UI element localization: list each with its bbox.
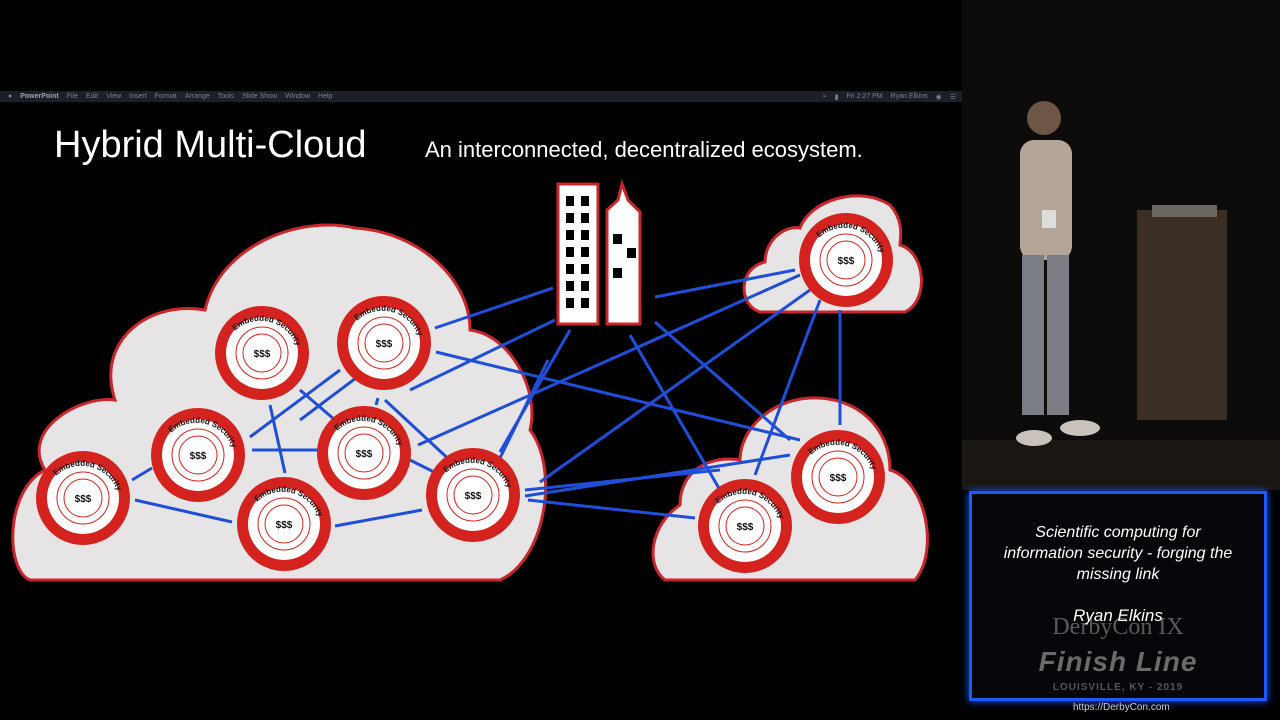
security-node: Embedded Security$$$ [698,479,792,573]
talk-title: Scientific computing for information sec… [972,522,1264,585]
node-value: $$$ [376,339,393,350]
speaker-name: Ryan Elkins [1073,606,1163,625]
menu-app-name[interactable]: PowerPoint [20,93,59,100]
menu-slide-show[interactable]: Slide Show [242,93,278,100]
menu-edit[interactable]: Edit [86,93,99,100]
siri-icon[interactable]: ◉ [935,93,942,101]
connection-line [249,368,341,439]
connection-line [134,498,233,524]
menu-view[interactable]: View [106,93,122,100]
node-value: $$$ [254,349,271,360]
connection-line [409,318,556,392]
node-value: $$$ [356,449,373,460]
connection-line [434,286,554,330]
talk-title-line: missing link [1076,566,1160,583]
cloud-bottom-right [651,396,929,582]
presenter-video [962,0,1280,490]
connection-line [539,288,811,484]
event-location: LOUISVILLE, KY - 2019 [1052,682,1184,693]
security-node: Embedded Security$$$ [426,448,520,542]
talk-title-line: information security - forging the [1003,545,1233,562]
menu-tools[interactable]: Tools [217,93,235,100]
menu-format[interactable]: Format [154,93,177,100]
footer-url[interactable]: https://DerbyCon.com [1073,702,1170,713]
security-node: Embedded Security$$$ [317,406,411,500]
security-node: Embedded Security$$$ [237,477,331,571]
menu-insert[interactable]: Insert [129,93,147,100]
security-nodes: Embedded Security$$$Embedded Security$$$… [36,213,893,573]
menubar-clock[interactable]: Fri 2:27 PM [846,93,883,100]
slide-title: Hybrid Multi-Cloud [54,124,367,166]
connection-line [131,466,153,482]
multi-cloud-diagram: Embedded Security$$$Embedded Security$$$… [11,178,929,582]
apple-icon[interactable]: ● [8,93,13,100]
connection-line [374,397,380,406]
connection-line [417,273,801,447]
security-node: Embedded Security$$$ [799,213,893,307]
node-value: $$$ [737,522,754,533]
talk-badge: DerbyCon IX Finish Line LOUISVILLE, KY -… [969,491,1267,701]
security-node: Embedded Security$$$ [337,296,431,390]
notification-center-icon[interactable]: ☰ [949,93,956,101]
node-value: $$$ [190,451,207,462]
derbycon-logo: DerbyCon IX [1052,614,1184,640]
node-value: $$$ [830,473,847,484]
battery-icon[interactable]: ▮ [834,93,839,101]
menubar-status: ≈ ▮ Fri 2:27 PM Ryan Elkins ◉ ☰ [815,91,956,102]
menu-help[interactable]: Help [318,93,333,100]
menu-bar: ● PowerPoint File Edit View Insert Forma… [0,91,962,102]
connection-line [527,498,696,520]
security-node: Embedded Security$$$ [36,451,130,545]
security-node: Embedded Security$$$ [151,408,245,502]
menu-file[interactable]: File [66,93,79,100]
event-name: Finish Line [1038,646,1198,677]
menu-arrange[interactable]: Arrange [184,93,210,100]
podium [1137,210,1227,420]
node-value: $$$ [838,256,855,267]
wifi-icon[interactable]: ≈ [822,93,827,100]
connection-line [268,404,287,474]
connection-line [299,388,336,422]
menu-window[interactable]: Window [285,93,311,100]
connection-line [524,453,791,498]
slide-subtitle: An interconnected, decentralized ecosyst… [425,137,863,162]
skyscraper-icon [605,178,642,326]
connection-line [628,334,722,491]
node-value: $$$ [75,494,92,505]
connection-line [654,268,796,299]
security-node: Embedded Security$$$ [215,306,309,400]
node-value: $$$ [276,520,293,531]
connection-line [498,359,550,459]
connection-line [753,299,822,476]
connection-line [334,508,423,528]
node-value: $$$ [465,491,482,502]
presenter-figure [1016,101,1100,446]
connection-line [654,320,791,442]
security-node: Embedded Security$$$ [791,430,885,524]
connection-line [435,350,801,442]
talk-title-line: Scientific computing for [1035,524,1201,541]
connection-line [383,398,457,467]
building-icon [556,182,600,326]
menubar-user[interactable]: Ryan Elkins [890,93,928,100]
